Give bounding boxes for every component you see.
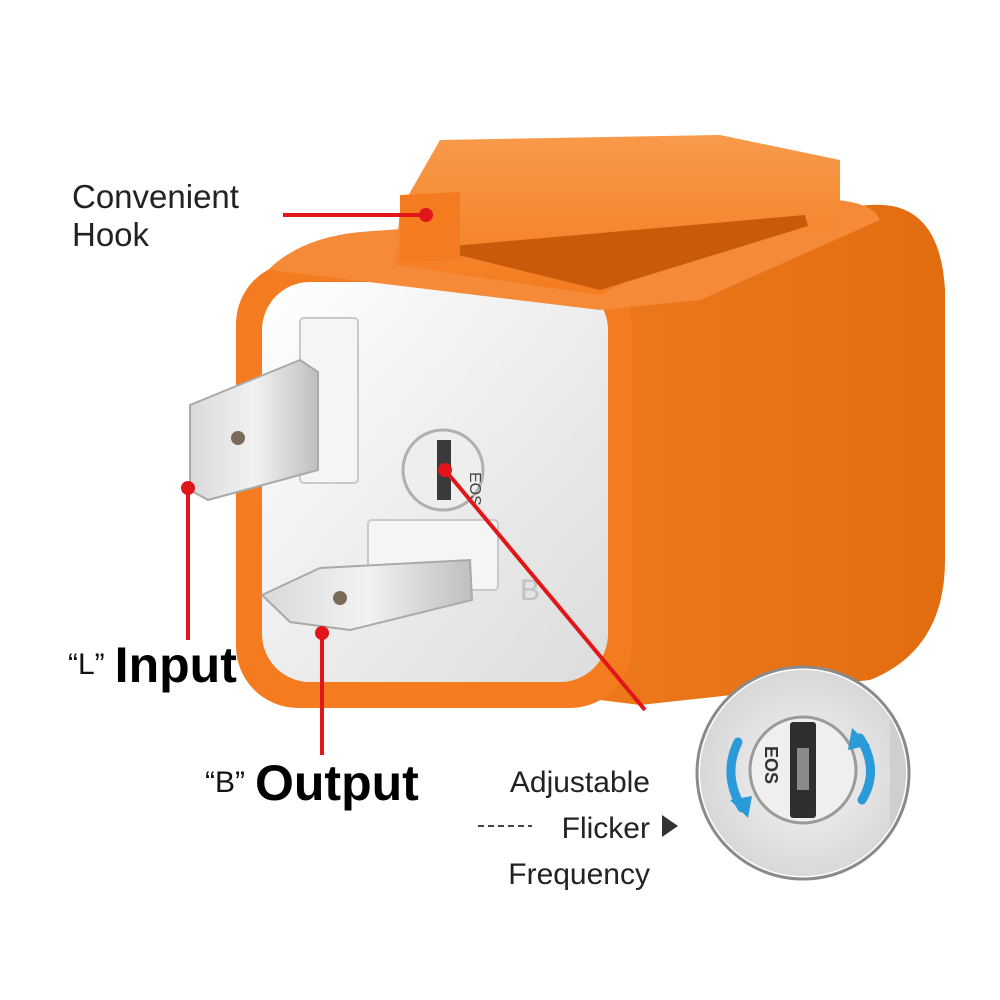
callout-dial [443,468,647,712]
relay-side [410,204,945,705]
adjust-pointer-icon [662,815,678,837]
plate-b-mark: B [520,574,540,607]
adjust-label-line1: Adjustable [509,766,650,799]
output-label: “B” Output [205,758,419,808]
output-tag: “B” [205,766,245,799]
input-tag: “L” [68,648,105,681]
inset-dial-marking: EOS [761,746,781,784]
hook-front [400,192,460,262]
adjust-label: Adjustable Flicker Frequency [480,760,680,898]
adjust-label-line3: Frequency [508,858,650,891]
hook-slot [430,215,808,290]
callouts [181,208,647,755]
input-text: Input [114,637,237,693]
hook-label-line1: Convenient [72,178,239,215]
hook-label: Convenient Hook [72,178,239,254]
adjust-label-line2: Flicker [561,812,650,845]
input-label: “L” Input [68,640,237,690]
dial-zoom-inset: EOS [695,665,911,881]
terminal-b [260,519,499,632]
terminal-l [189,317,359,502]
output-text: Output [255,755,419,811]
hook-label-line2: Hook [72,216,150,253]
